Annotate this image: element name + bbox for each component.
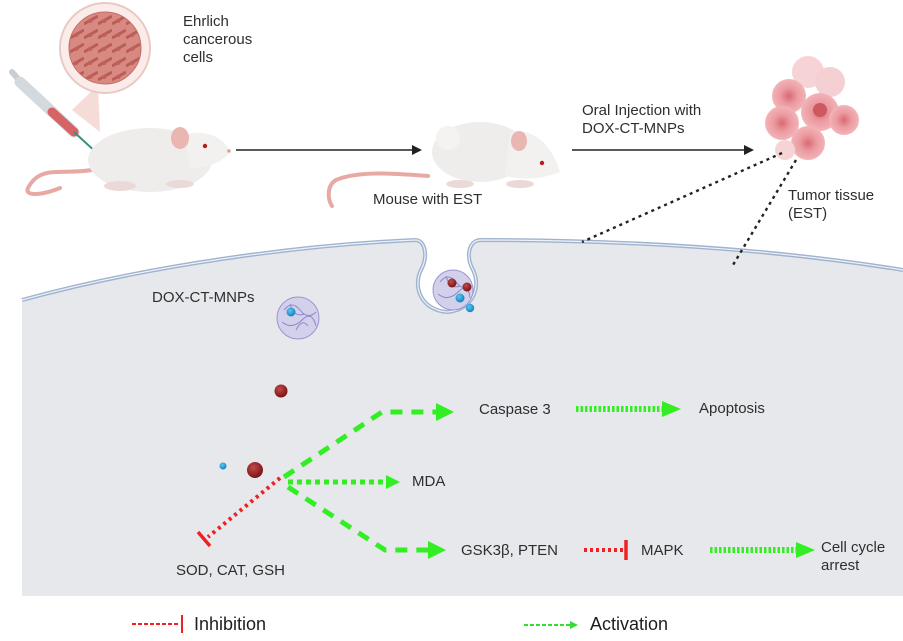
blue-particle	[286, 307, 296, 317]
mda-label: MDA	[412, 473, 446, 490]
tumor-tissue-illustration	[765, 56, 859, 160]
nanoparticle-free	[276, 296, 320, 340]
nanoparticle-in-vesicle	[432, 269, 475, 313]
activation-arrow-cell-cycle	[710, 542, 815, 558]
dox-particle	[274, 384, 288, 398]
inhibition-arrow-antioxidants	[196, 476, 282, 548]
mouse-with-est-label: Mouse with EST	[373, 191, 483, 208]
activation-arrow-gsk	[286, 484, 446, 559]
blue-particle	[219, 462, 227, 470]
legend-activation-symbol	[524, 621, 578, 629]
tumor-connector-left	[581, 151, 783, 244]
nanoparticle-label: DOX-CT-MNPs	[152, 289, 255, 306]
legend-inhibition-symbol	[132, 615, 183, 633]
activation-arrow-mda	[288, 475, 400, 489]
dox-particle	[247, 462, 263, 478]
inhibition-arrow-mapk	[584, 540, 628, 560]
antioxidants-label: SOD, CAT, GSH	[176, 562, 285, 579]
activation-arrow-caspase	[282, 403, 454, 480]
mouse-with-est-illustration	[326, 122, 560, 208]
oral-injection-label: Oral Injection with DOX-CT-MNPs	[582, 102, 702, 137]
mapk-label: MAPK	[641, 542, 684, 559]
mouse-injected-illustration	[25, 127, 231, 196]
gsk3b-pten-label: GSK3β, PTEN	[461, 542, 558, 559]
cell-cytoplasm	[22, 240, 903, 596]
apoptosis-label: Apoptosis	[699, 400, 765, 417]
caspase-3-label: Caspase 3	[479, 401, 551, 418]
legend-inhibition-label: Inhibition	[194, 614, 267, 634]
syringe-icon	[9, 69, 99, 155]
cell-membrane-inner	[21, 239, 903, 313]
legend-activation-label: Activation	[590, 614, 669, 634]
ehrlich-cells-label: Ehrlich cancerous cells	[183, 13, 253, 66]
ehrlich-cells-illustration	[59, 2, 151, 132]
tumor-tissue-label: Tumor tissue (EST)	[788, 187, 875, 222]
cell-cycle-arrest-label: Cell cycle arrest	[821, 539, 886, 574]
activation-arrow-apoptosis	[576, 401, 681, 417]
